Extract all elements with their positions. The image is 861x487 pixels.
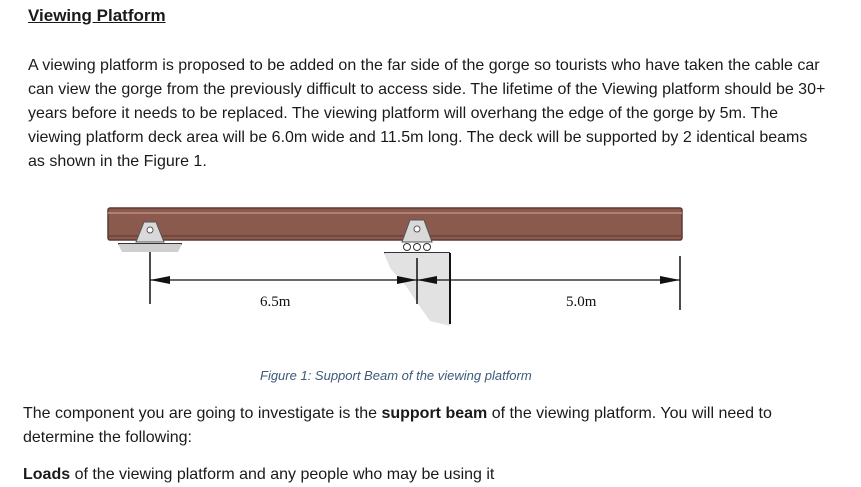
overhang-dimension-label: 5.0m [566,294,597,310]
component-text-before: The component you are going to investiga… [23,405,382,422]
beam [107,207,683,241]
figure-caption: Figure 1: Support Beam of the viewing pl… [260,368,532,383]
loads-bold: Loads [23,466,71,483]
loads-rest: of the viewing platform and any people w… [70,466,495,483]
component-text-after: of the viewing platform. You will need t… [23,405,772,446]
beam-diagram: 6.5m 5.0m [107,207,683,326]
beam-figure: 6.5m 5.0m [100,186,700,336]
page-title: Viewing Platform [28,6,166,25]
span-dimension-label: 6.5m [260,294,291,310]
pin-support-left [118,221,182,252]
loads-line: Loads of the viewing platform and any pe… [23,463,843,487]
dimension-lines [149,252,681,310]
intro-paragraph: A viewing platform is proposed to be add… [28,57,826,170]
component-text-bold: support beam [381,405,488,422]
component-paragraph: The component you are going to investiga… [23,402,843,450]
